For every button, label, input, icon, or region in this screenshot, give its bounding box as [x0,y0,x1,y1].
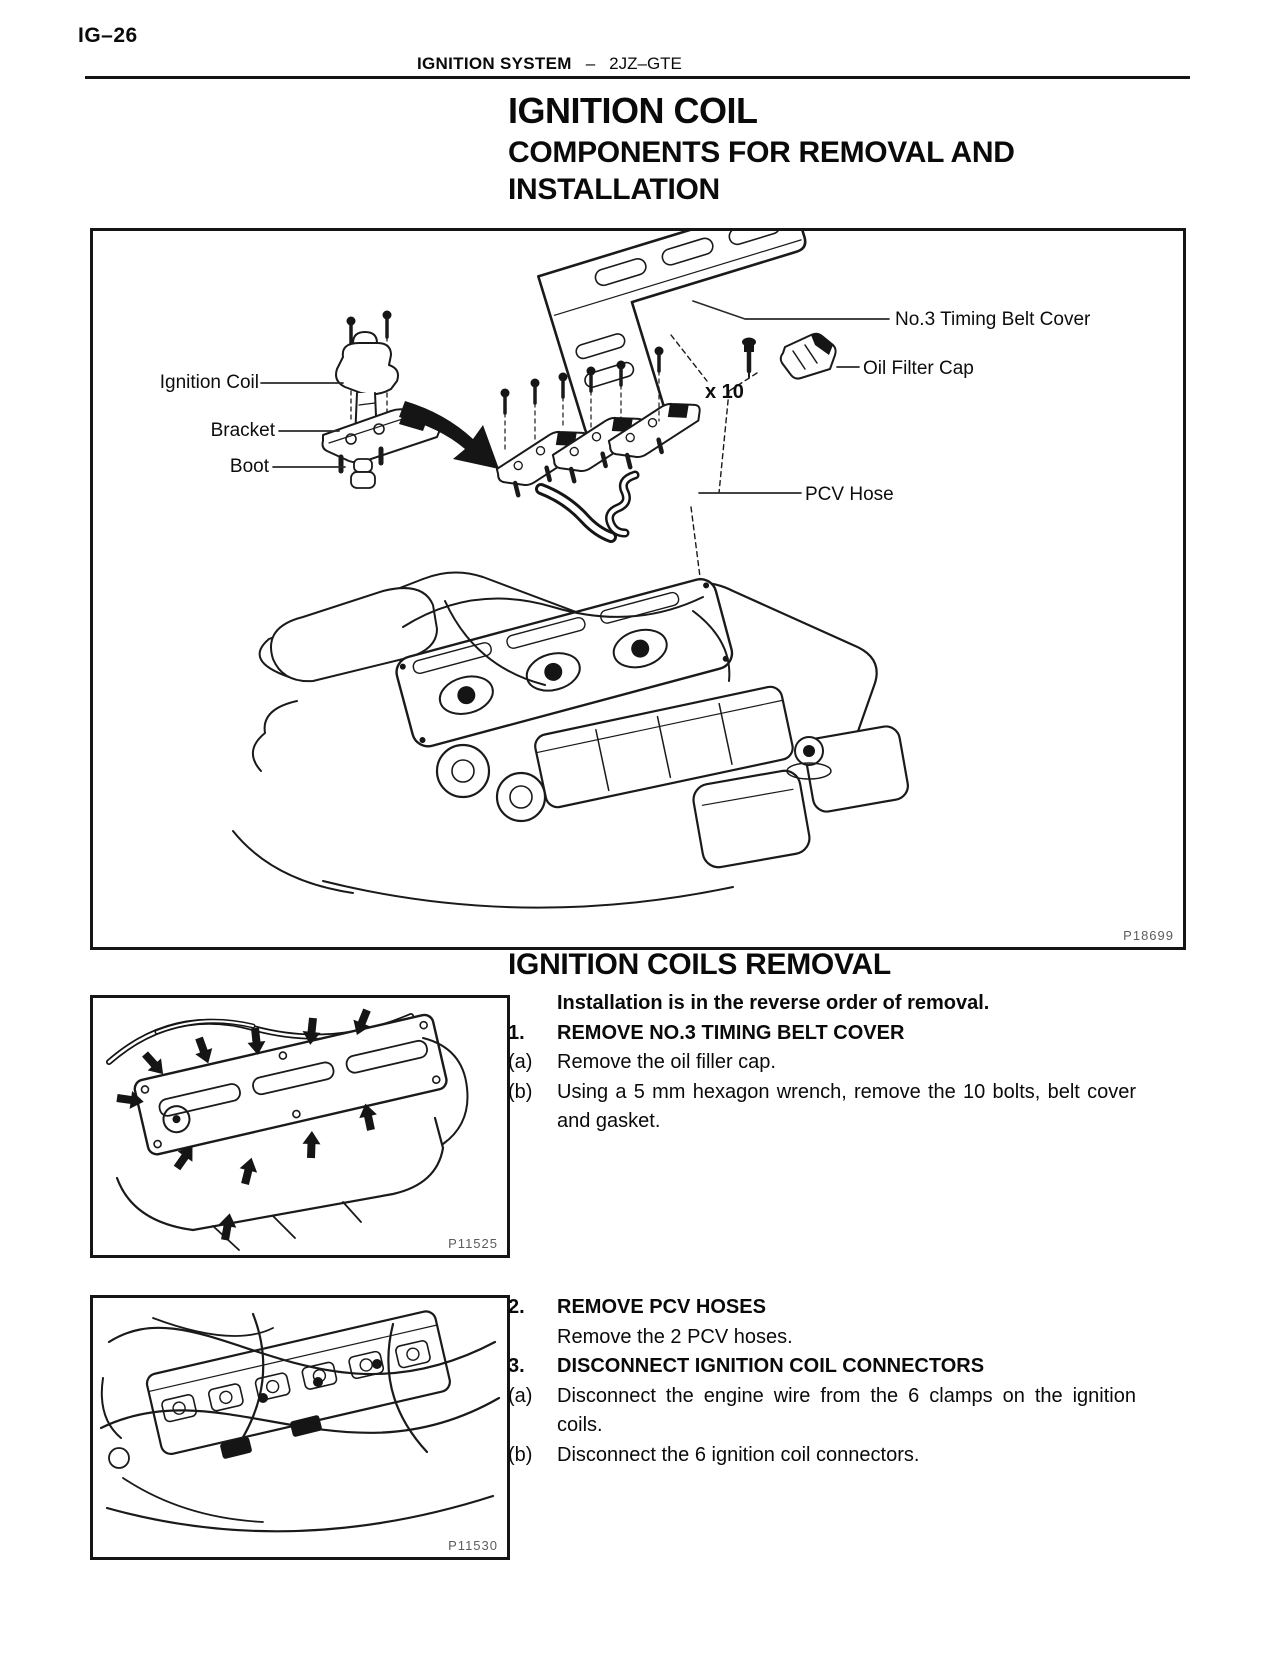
exploded-diagram-svg [232,231,909,909]
label-timing-belt-cover: No.3 Timing Belt Cover [895,309,1091,330]
step-number: (a) [508,1384,533,1407]
step-text: Remove the oil filler cap. [557,1051,776,1073]
step-number: (a) [508,1051,533,1073]
label-boot: Boot [229,456,269,477]
step-text: REMOVE PCV HOSES [557,1296,766,1318]
exploded-components-figure: Ignition Coil Bracket Boot No.3 Timing B… [90,228,1186,950]
step-text: REMOVE NO.3 TIMING BELT COVER [557,1021,905,1044]
figure-code: P11530 [448,1538,498,1553]
pcv-and-connector-section: 2. REMOVE PCV HOSES Remove the 2 PCV hos… [508,1293,1136,1470]
running-header-section: IGNITION SYSTEM [417,54,572,73]
step-2: 2. REMOVE PCV HOSES [508,1293,1136,1323]
cover-removal-figure: P11525 [90,995,510,1258]
step-3: 3. DISCONNECT IGNITION COIL CONNECTORS [508,1352,1136,1382]
step-3b: (b) Disconnect the 6 ignition coil conne… [508,1441,1136,1471]
step-number: (b) [508,1080,533,1103]
step-1a: (a) Remove the oil filler cap. [508,1048,1136,1078]
figure-code: P11525 [448,1236,498,1251]
header-rule [85,76,1190,79]
step-text: Using a 5 mm hexagon wrench, remove the … [557,1080,1136,1133]
section-heading: IGNITION COILS REMOVAL [508,948,891,981]
running-header: IGNITION SYSTEM–2JZ–GTE [417,54,682,74]
label-bracket: Bracket [210,420,275,441]
page-title: IGNITION COIL COMPONENTS FOR REMOVAL AND… [508,88,1015,208]
step-3a: (a) Disconnect the engine wire from the … [508,1382,1136,1441]
step-text: Disconnect the 6 ignition coil connector… [557,1443,920,1466]
step-number: 3. [508,1355,525,1377]
step-text: DISCONNECT IGNITION COIL CONNECTORS [557,1355,985,1377]
step-1b: (b) Using a 5 mm hexagon wrench, remove … [508,1078,1136,1137]
step-2-detail: Remove the 2 PCV hoses. [508,1323,1136,1353]
page-number: IG–26 [78,24,138,47]
step-number: 2. [508,1296,525,1318]
running-header-model: 2JZ–GTE [609,54,682,73]
coil-connectors-svg [99,1310,501,1533]
coil-connectors-figure: P11530 [90,1295,510,1560]
step-number: 1. [508,1021,525,1044]
removal-section: IGNITION COILS REMOVAL Installation is i… [508,948,1136,1137]
bolt-count-label: x 10 [705,381,744,403]
title-line-2: COMPONENTS FOR REMOVAL AND [508,136,1015,169]
step-1: 1. REMOVE NO.3 TIMING BELT COVER [508,1019,1136,1049]
step-text: Remove the 2 PCV hoses. [557,1325,793,1348]
cover-removal-svg [106,1006,469,1251]
title-line-3: INSTALLATION [508,173,720,206]
title-line-1: IGNITION COIL [508,90,758,131]
label-ignition-coil: Ignition Coil [159,372,259,393]
installation-note: Installation is in the reverse order of … [557,992,990,1014]
label-oil-filler-cap: Oil Filter Cap [863,358,974,379]
step-number: (b) [508,1443,533,1466]
label-pcv-hose: PCV Hose [805,484,894,505]
figure-code: P18699 [1123,928,1174,943]
running-header-dash: – [585,54,596,73]
step-text: Disconnect the engine wire from the 6 cl… [557,1384,1136,1437]
step-number [508,1323,557,1353]
